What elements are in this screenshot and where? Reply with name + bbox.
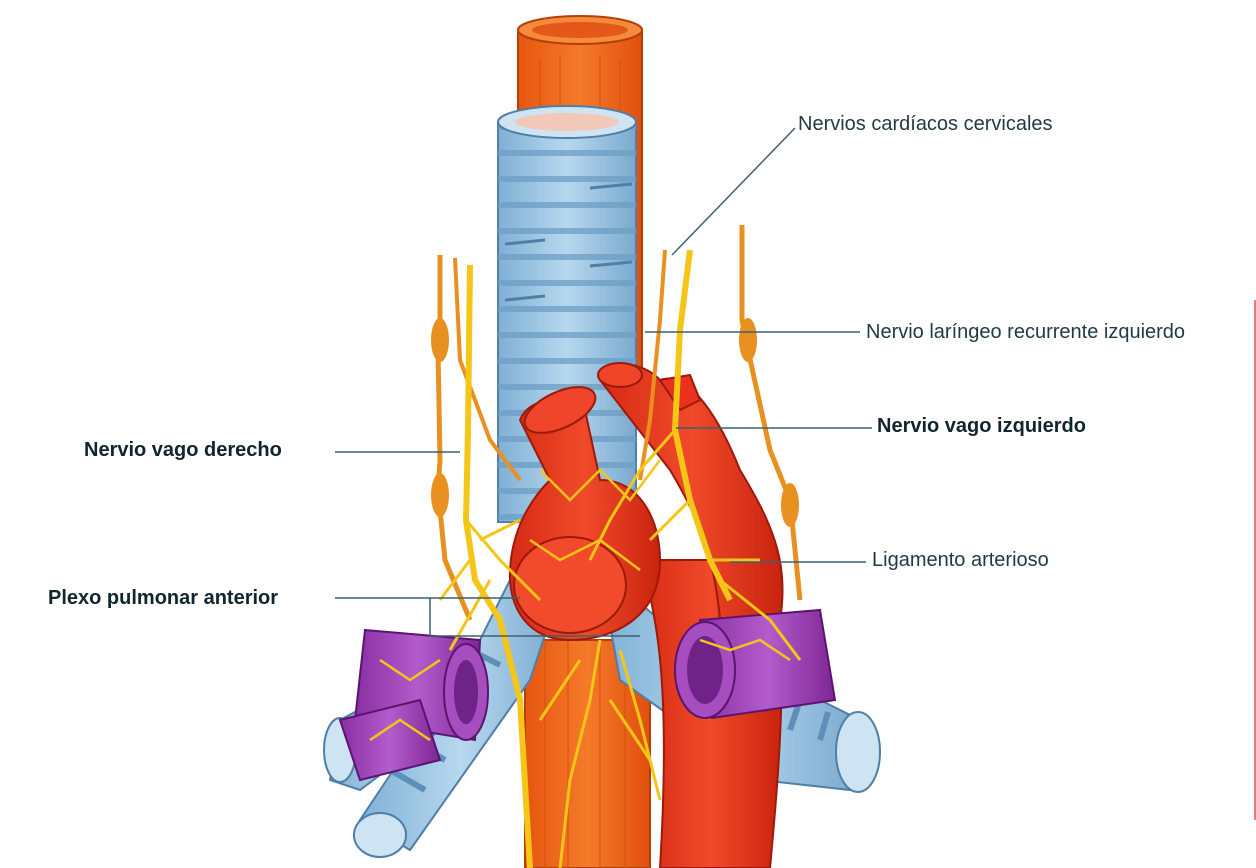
- left-pulmonary-vein: [338, 628, 489, 782]
- label-left-vagus-nerve: Nervio vago izquierdo: [877, 415, 1086, 437]
- label-cardiac-cervical-nerves: Nervios cardíacos cervicales: [798, 113, 1053, 135]
- label-right-vagus-nerve: Nervio vago derecho: [84, 439, 282, 461]
- arch-branch-nerves: [369, 459, 791, 742]
- leader-plexus: [335, 597, 640, 637]
- leader-lines: [335, 127, 872, 637]
- label-left-recurrent-laryngeal-nerve: Nervio laríngeo recurrente izquierdo: [866, 321, 1186, 343]
- edge-mark: [1254, 300, 1256, 820]
- right-pulmonary-vein: [674, 608, 837, 720]
- label-ligamentum-arteriosum: Ligamento arterioso: [872, 549, 1049, 571]
- label-anterior-pulmonary-plexus: Plexo pulmonar anterior: [48, 587, 279, 609]
- right-vagus-nerve: [431, 255, 542, 868]
- leader-cardiac: [671, 127, 796, 256]
